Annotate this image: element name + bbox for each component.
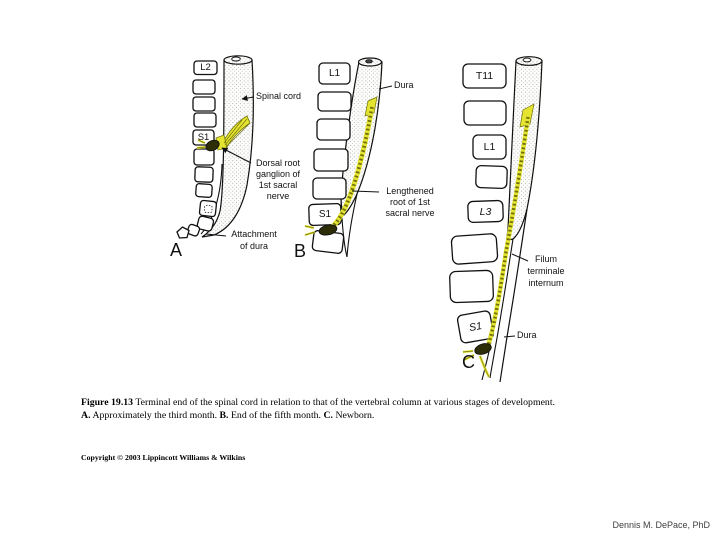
vertebra-label-a-s1: S1 bbox=[197, 132, 210, 143]
vertebra-label-b-s1: S1 bbox=[318, 209, 332, 220]
figure-number: Figure 19.13 bbox=[81, 397, 134, 408]
dura-label-c: Dura bbox=[517, 330, 537, 340]
vertebra-label-b-l1: L1 bbox=[328, 68, 341, 79]
panel-c-leader-lines bbox=[503, 253, 529, 338]
caption-b-marker: B. bbox=[219, 409, 229, 421]
caption-c-marker: C. bbox=[323, 409, 333, 421]
panel-a-vertebrae bbox=[176, 60, 218, 239]
caption-a-marker: A. bbox=[81, 409, 91, 421]
panel-b-nerve-root bbox=[304, 96, 378, 237]
ganglion-blob bbox=[474, 343, 492, 355]
panel-letter-b: B bbox=[294, 241, 307, 261]
panel-a-drawing bbox=[176, 55, 255, 239]
spinal-cord-label: Spinal cord bbox=[256, 91, 302, 101]
panel-a-nerve-root bbox=[196, 115, 251, 152]
vertebra-label-c-t11: T11 bbox=[475, 70, 494, 82]
vertebra-label-c-l3: L3 bbox=[479, 205, 492, 218]
vertebra-label-a-l2: L2 bbox=[200, 62, 211, 74]
caption-text-3: End of the fifth month. bbox=[228, 409, 324, 421]
panel-letter-c: C bbox=[462, 352, 475, 372]
panel-c-drawing bbox=[449, 56, 543, 383]
lengthened-root-label: Lengthened root of 1st sacral nerve bbox=[385, 186, 435, 218]
caption-text-4: Newborn. bbox=[333, 409, 375, 421]
panel-a-leader-lines bbox=[205, 95, 255, 237]
figure-caption: Figure 19.13 Terminal end of the spinal … bbox=[81, 397, 559, 422]
vertebra-label-c-l1: L1 bbox=[483, 141, 496, 153]
caption-text-2: Approximately the third month. bbox=[90, 409, 220, 421]
panel-letter-a: A bbox=[170, 240, 183, 260]
panel-b-leader-lines bbox=[351, 85, 393, 193]
vertebra-label-c-s1: S1 bbox=[468, 319, 483, 335]
ganglion-blob bbox=[318, 224, 338, 236]
attachment-of-dura-label: Attachment of dura bbox=[231, 229, 277, 251]
author-credit: Dennis M. DePace, PhD bbox=[612, 520, 710, 530]
ganglion-blob bbox=[205, 139, 220, 152]
coccyx-dotted-outline bbox=[204, 205, 213, 213]
caption-text-1: Terminal end of the spinal cord in relat… bbox=[133, 397, 555, 408]
panel-c-nerve-root bbox=[462, 103, 535, 378]
copyright-line: Copyright © 2003 Lippincott Williams & W… bbox=[81, 453, 246, 462]
panel-b-vertebrae bbox=[308, 62, 352, 254]
dorsal-root-ganglion-label: Dorsal root ganglion of 1st sacral nerve bbox=[255, 158, 301, 201]
filum-terminale-label: Filum terminale internum bbox=[527, 254, 565, 288]
panel-c-vertebrae bbox=[449, 63, 508, 344]
dura-label-b: Dura bbox=[394, 80, 414, 90]
panel-b-drawing bbox=[304, 57, 393, 258]
